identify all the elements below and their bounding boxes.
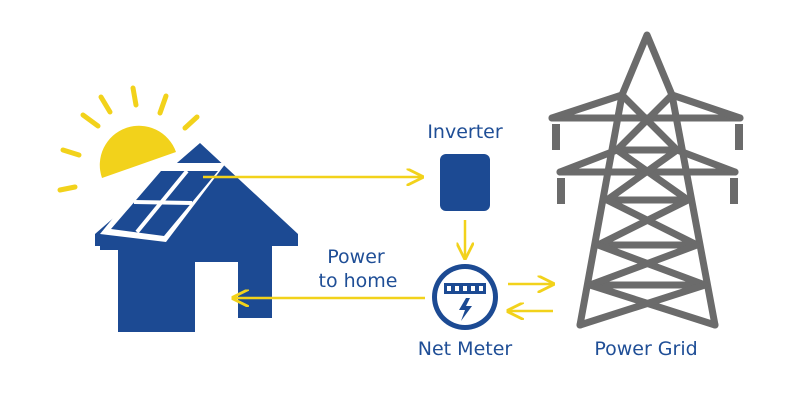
sun-icon bbox=[57, 85, 200, 193]
power-grid-label: Power Grid bbox=[594, 338, 697, 360]
net-meter-label: Net Meter bbox=[418, 338, 513, 360]
power-to-home-label-line2: to home bbox=[319, 270, 398, 292]
inverter-label: Inverter bbox=[427, 121, 503, 143]
tower-insulators bbox=[552, 124, 743, 204]
solar-panel-icon bbox=[100, 163, 226, 242]
power-to-home-label-line1: Power bbox=[327, 246, 385, 268]
power-tower-icon bbox=[548, 31, 744, 329]
inverter-icon bbox=[440, 154, 490, 211]
meter-icon bbox=[432, 264, 498, 330]
